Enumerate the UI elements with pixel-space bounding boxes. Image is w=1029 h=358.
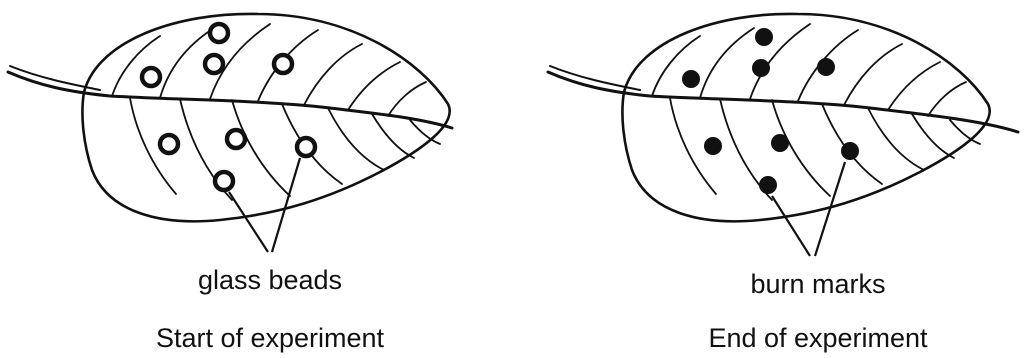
- glass-bead: [297, 138, 315, 156]
- burn-mark: [704, 137, 722, 155]
- glass-beads-pointers: [229, 158, 300, 252]
- burn-mark: [759, 176, 777, 194]
- leaf-outline: [82, 14, 449, 221]
- burn-mark: [752, 59, 770, 77]
- glass-bead: [210, 24, 228, 42]
- glass-beads-label: glass beads: [198, 265, 342, 295]
- leaf-outline: [622, 14, 989, 221]
- leaf-end: [548, 14, 1018, 221]
- burn-mark: [771, 134, 789, 152]
- glass-bead: [160, 135, 178, 153]
- glass-bead: [274, 55, 292, 73]
- leaf-midrib: [8, 72, 452, 128]
- glass-beads: [142, 24, 315, 190]
- end-caption: End of experiment: [708, 323, 928, 353]
- burn-marks-pointers: [772, 162, 845, 256]
- glass-bead: [227, 130, 245, 148]
- burn-mark: [682, 70, 700, 88]
- leaf-midrib: [548, 72, 1018, 132]
- burn-mark: [817, 58, 835, 76]
- burn-mark: [755, 28, 773, 46]
- burn-marks: [682, 28, 859, 194]
- glass-bead: [215, 172, 233, 190]
- burn-marks-label: burn marks: [750, 269, 885, 299]
- start-caption: Start of experiment: [156, 323, 385, 353]
- burn-mark: [841, 142, 859, 160]
- glass-bead: [142, 68, 160, 86]
- glass-bead: [205, 55, 223, 73]
